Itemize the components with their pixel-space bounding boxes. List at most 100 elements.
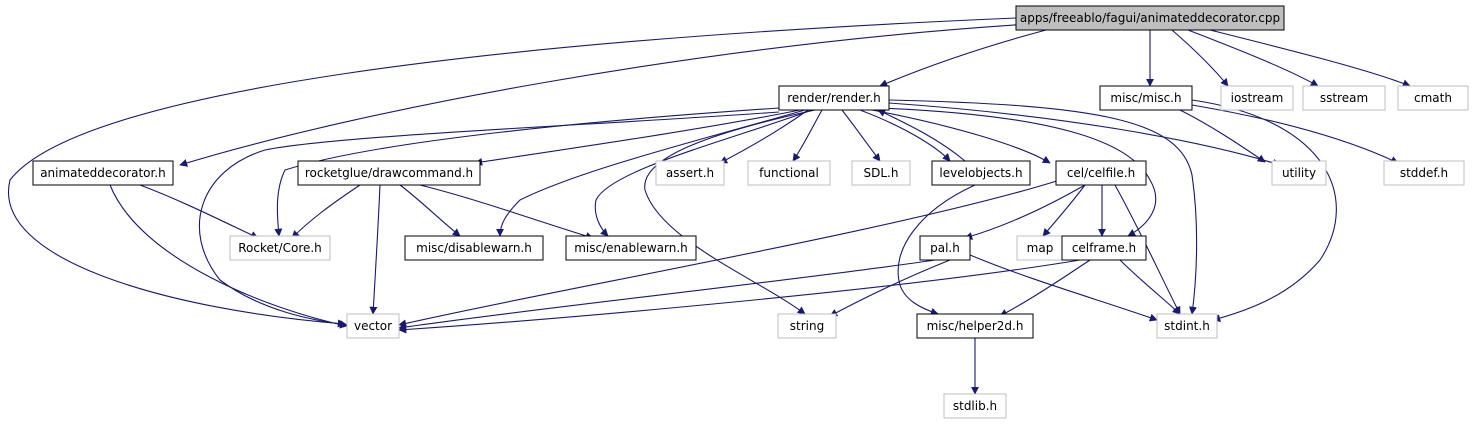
nodes-layer: apps/freeablo/fagui/animateddecorator.cp… xyxy=(32,5,1469,419)
node-label: SDL.h xyxy=(864,166,899,180)
node-label: cel/celfile.h xyxy=(1067,166,1135,180)
node-map: map xyxy=(1016,235,1064,261)
edge-line xyxy=(198,111,780,328)
edge-render-to-utility xyxy=(888,102,1281,167)
node-box xyxy=(747,160,831,186)
edge-levelobj-to-render xyxy=(877,109,966,162)
node-label: iostream xyxy=(1231,91,1284,105)
node-iostream: iostream xyxy=(1220,85,1294,111)
edge-line xyxy=(474,109,801,166)
node-label: vector xyxy=(354,319,392,333)
node-enablewarn[interactable]: misc/enablewarn.h xyxy=(565,235,697,261)
node-misc[interactable]: misc/misc.h xyxy=(1099,85,1193,111)
node-box xyxy=(346,313,400,339)
node-root: apps/freeablo/fagui/animateddecorator.cp… xyxy=(1015,5,1285,31)
edge-line xyxy=(897,184,976,316)
edge-line xyxy=(999,259,1091,317)
edge-render-to-string xyxy=(644,109,816,315)
node-pal[interactable]: pal.h xyxy=(919,235,971,261)
edge-celfile-to-vector xyxy=(398,179,1061,328)
node-label: rocketglue/drawcommand.h xyxy=(305,166,473,180)
edge-render-to-stdint xyxy=(888,99,1198,315)
node-stdint: stdint.h xyxy=(1156,313,1218,339)
node-label: stdlib.h xyxy=(953,399,997,413)
node-render[interactable]: render/render.h xyxy=(778,85,890,111)
edge-render-to-sdl xyxy=(841,109,881,162)
node-box xyxy=(778,85,890,111)
edge-celframe-to-helper2d xyxy=(999,259,1091,317)
edge-line xyxy=(1042,184,1086,237)
node-box xyxy=(916,313,1034,339)
node-label: utility xyxy=(1282,166,1316,180)
edge-line xyxy=(879,29,1047,87)
edge-line xyxy=(871,109,1051,164)
edge-render-to-celframe xyxy=(879,107,1157,237)
edge-line xyxy=(1119,259,1181,315)
node-label: misc/enablewarn.h xyxy=(574,241,688,255)
edge-celframe-to-vector xyxy=(398,259,1081,334)
node-label: stddef.h xyxy=(1400,166,1448,180)
edge-line xyxy=(964,184,1086,240)
edge-root-to-sstream xyxy=(1187,29,1319,87)
edge-pal-to-vector xyxy=(398,259,936,331)
edge-line xyxy=(139,184,259,239)
edge-misc-to-stdint xyxy=(1191,99,1337,322)
edge-line xyxy=(888,99,1198,315)
edge-line xyxy=(829,259,951,317)
node-animdec[interactable]: animateddecorator.h xyxy=(32,160,174,186)
node-box xyxy=(1061,235,1147,261)
edge-root-to-cmath xyxy=(1209,29,1411,88)
node-box xyxy=(1220,85,1294,111)
node-levelobj[interactable]: levelobjects.h xyxy=(931,160,1031,186)
node-box xyxy=(1099,85,1193,111)
node-sdl: SDL.h xyxy=(851,160,911,186)
node-assert: assert.h xyxy=(655,160,725,186)
node-helper2d[interactable]: misc/helper2d.h xyxy=(916,313,1034,339)
edge-line xyxy=(398,259,936,331)
edge-line xyxy=(399,184,461,237)
node-label: render/render.h xyxy=(787,91,881,105)
edge-render-to-vector xyxy=(198,111,780,328)
edge-root-to-animdec xyxy=(179,23,1031,167)
node-drawcmd[interactable]: rocketglue/drawcommand.h xyxy=(297,160,481,186)
node-utility: utility xyxy=(1271,160,1327,186)
edge-line xyxy=(398,259,1081,334)
node-label: misc/disablewarn.h xyxy=(416,241,532,255)
node-label: misc/helper2d.h xyxy=(927,319,1024,333)
edge-celfile-to-stdint xyxy=(1114,184,1181,315)
edge-line xyxy=(594,109,813,237)
edge-drawcmd-to-vector xyxy=(369,184,381,315)
node-label: functional xyxy=(759,166,819,180)
node-label: map xyxy=(1027,241,1054,255)
node-label: string xyxy=(790,319,824,333)
edge-levelobj-to-helper2d xyxy=(897,184,976,316)
node-sstream: sstream xyxy=(1302,85,1386,111)
edge-line xyxy=(841,109,881,162)
edge-render-to-levelobj xyxy=(859,109,951,162)
edge-animdec-to-rocketcore xyxy=(139,184,259,239)
edge-drawcmd-to-disablewarn xyxy=(399,184,461,237)
node-box xyxy=(1016,235,1064,261)
node-box xyxy=(655,160,725,186)
edge-drawcmd-to-rocketcore xyxy=(291,184,361,239)
node-functional: functional xyxy=(747,160,831,186)
node-box xyxy=(1156,313,1218,339)
node-disablewarn[interactable]: misc/disablewarn.h xyxy=(404,235,544,261)
node-label: animateddecorator.h xyxy=(40,166,166,180)
node-box xyxy=(851,160,911,186)
edge-pal-to-string xyxy=(829,259,951,317)
node-box xyxy=(777,313,837,339)
node-label: stdint.h xyxy=(1164,319,1210,333)
edge-line xyxy=(1191,99,1337,322)
node-box xyxy=(297,160,481,186)
node-cmath: cmath xyxy=(1397,85,1469,111)
node-label: levelobjects.h xyxy=(939,166,1022,180)
edges-layer xyxy=(7,17,1411,395)
edge-line xyxy=(1179,109,1266,163)
node-label: sstream xyxy=(1320,91,1368,105)
edge-line xyxy=(644,109,816,315)
node-celframe[interactable]: celframe.h xyxy=(1061,235,1147,261)
node-box xyxy=(943,393,1007,419)
node-box xyxy=(404,235,544,261)
node-celfile[interactable]: cel/celfile.h xyxy=(1055,160,1147,186)
